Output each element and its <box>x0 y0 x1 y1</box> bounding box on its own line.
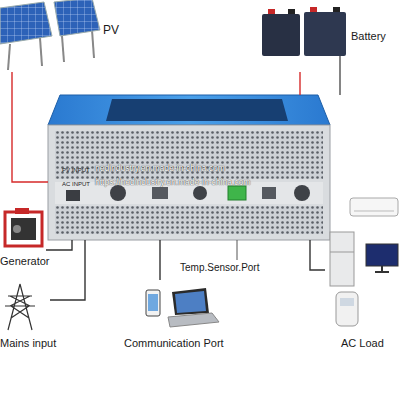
laptop-screen <box>172 288 209 315</box>
comm-port <box>152 187 168 199</box>
generator-frame <box>5 212 42 246</box>
solar-panels <box>0 0 100 70</box>
component-label: Battery <box>351 30 386 42</box>
battery-terminal <box>310 7 317 12</box>
component-label: Mains input <box>0 337 56 349</box>
component-label: Generator <box>0 255 50 267</box>
wire-connector <box>46 240 72 250</box>
inverter-top <box>48 95 330 125</box>
ac-input-socket <box>66 190 80 201</box>
power-pylon <box>5 284 35 330</box>
component-label: AC INPUT <box>62 181 90 188</box>
component-label: PV <box>103 24 119 37</box>
component-group: Communication Port <box>120 280 250 352</box>
solar-panel <box>0 2 52 44</box>
component-group: Mains input <box>0 280 50 352</box>
inverter <box>48 95 330 260</box>
battery-terminal <box>268 9 275 14</box>
vent-holes <box>55 131 323 179</box>
wire-connector <box>299 72 300 95</box>
panel-leg <box>40 38 42 66</box>
phone <box>146 290 160 316</box>
wire-connector <box>159 240 160 280</box>
temp-sensor-port <box>228 186 246 200</box>
dispenser-panel <box>340 298 354 306</box>
wire-connector <box>12 72 48 182</box>
component-group: PV <box>0 0 125 72</box>
watermark: nedindustry.en.made-in-china.com <box>95 164 225 173</box>
television <box>366 244 398 266</box>
panel-leg <box>62 36 64 62</box>
solar-panel <box>54 0 100 36</box>
pylon-structure <box>5 284 35 330</box>
fridge-door <box>330 252 354 253</box>
fridge <box>330 232 354 286</box>
generator <box>5 208 42 246</box>
port-label: Temp.Sensor.Port <box>180 262 259 273</box>
generator-engine <box>11 218 36 240</box>
panel-leg <box>8 44 10 70</box>
generator-part <box>13 225 21 233</box>
ac-appliances <box>330 198 398 326</box>
phone-screen <box>148 294 158 311</box>
vent-holes <box>55 206 323 234</box>
water-dispenser <box>336 292 358 326</box>
battery-box <box>304 12 346 56</box>
pv-connector <box>110 185 126 201</box>
leader-line <box>237 240 238 260</box>
port <box>262 187 276 199</box>
ac-vent <box>354 211 394 212</box>
component-label: Communication Port <box>124 337 224 349</box>
laptop-base <box>168 313 219 327</box>
watermark: https://nedindustry.en.made-in-china.com <box>95 178 250 187</box>
wire-connector <box>50 240 85 300</box>
battery-wire <box>339 56 340 95</box>
battery-terminal <box>333 7 340 12</box>
communication-devices <box>146 288 219 327</box>
component-group: Generator <box>0 200 46 268</box>
component-label: AC Load <box>341 337 384 349</box>
panel-leg <box>92 30 94 58</box>
component-group: AC Load <box>325 195 400 355</box>
air-conditioner <box>350 198 398 216</box>
component-label: PV INPUT <box>62 167 90 174</box>
wire-connector <box>310 240 325 270</box>
ac-output-connector <box>294 185 310 201</box>
component-group: Battery <box>255 0 400 72</box>
battery-terminal <box>288 9 295 14</box>
tv-stand <box>375 271 389 273</box>
battery-box <box>262 14 300 56</box>
inverter-display-band <box>106 99 288 121</box>
battery-connector <box>193 186 207 200</box>
batteries <box>262 7 346 95</box>
inverter-front <box>48 125 330 240</box>
generator-tank <box>15 208 29 214</box>
laptop-display <box>175 291 206 313</box>
